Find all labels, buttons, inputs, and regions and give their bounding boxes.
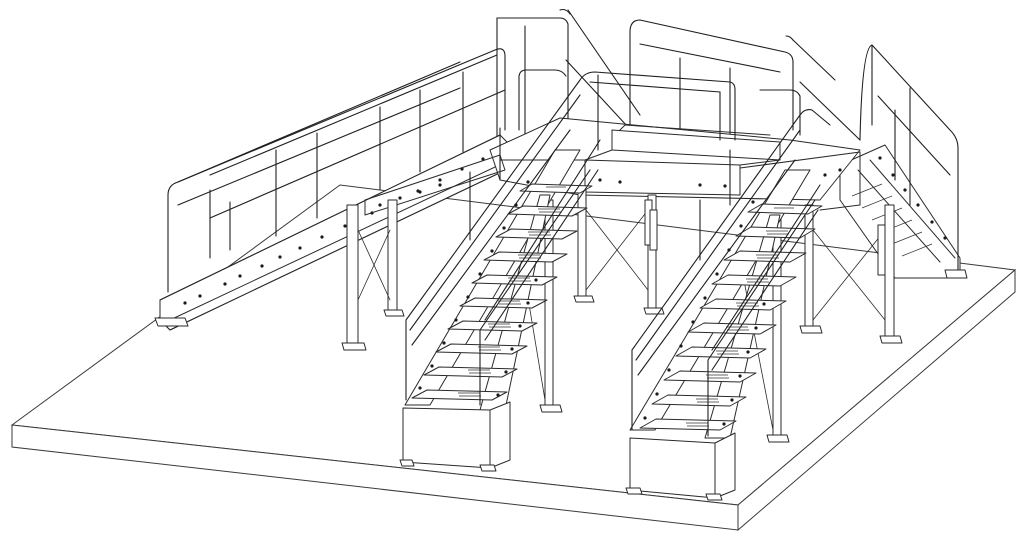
front-left-stair-treads <box>411 183 593 401</box>
platform-deck <box>364 117 861 216</box>
upper-handrails <box>496 8 861 141</box>
support-legs <box>341 187 903 443</box>
front-right-stair-treads <box>639 203 823 431</box>
front-right-grate-marks <box>686 207 794 427</box>
right-ramp-stair <box>839 44 968 279</box>
front-left-stair <box>399 71 736 472</box>
left-ramp-stair <box>154 48 511 331</box>
front-right-stair <box>625 109 831 501</box>
